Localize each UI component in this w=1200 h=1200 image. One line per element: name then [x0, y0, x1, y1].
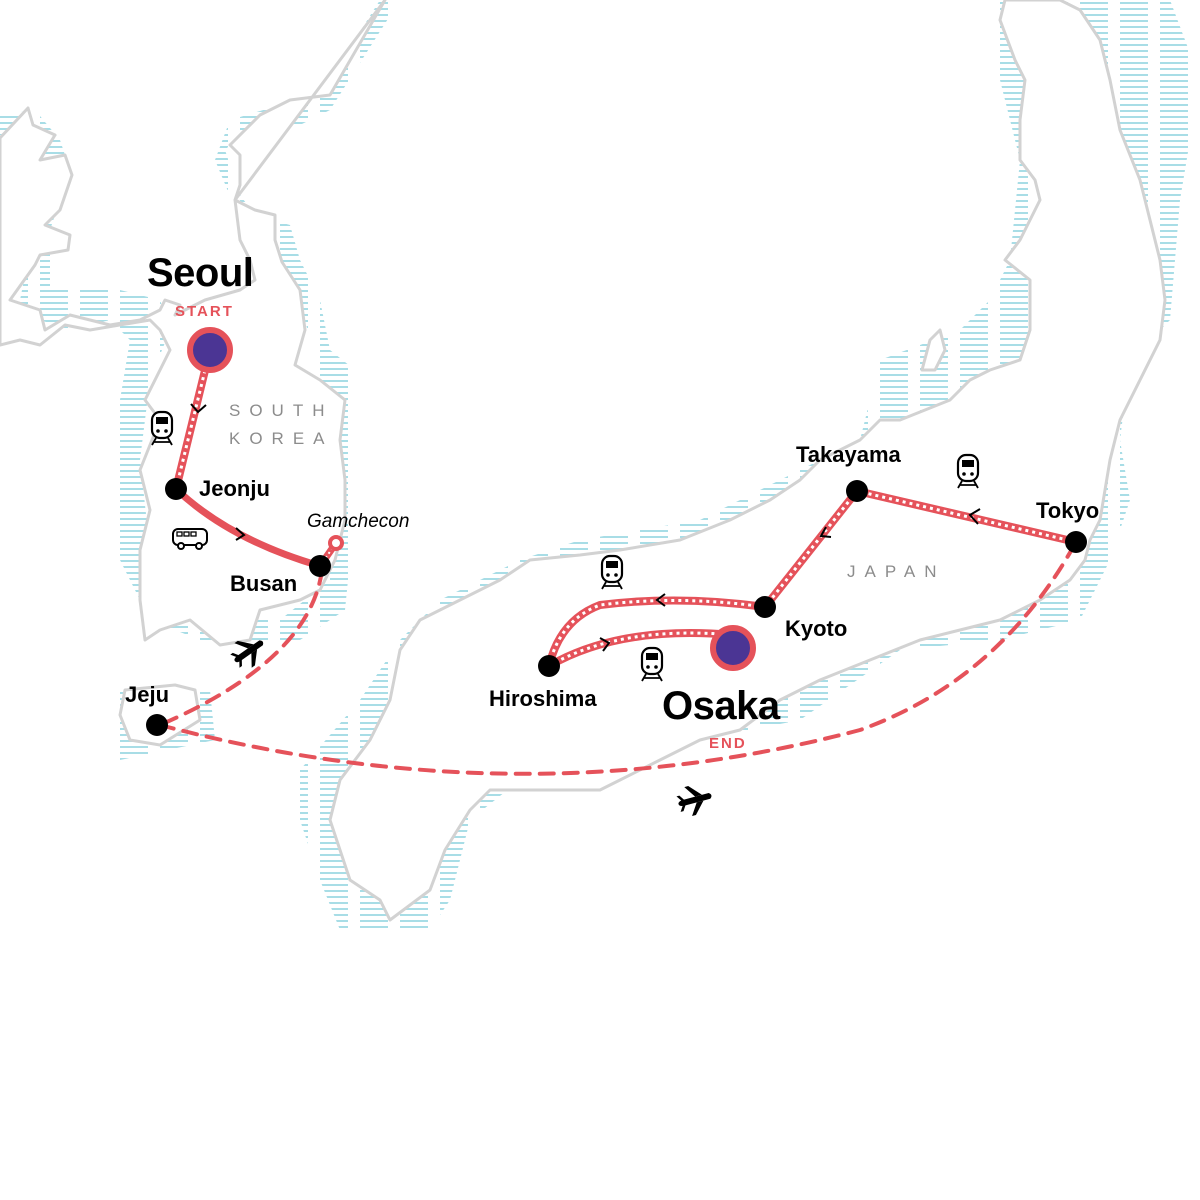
city-label-jeonju: Jeonju	[199, 476, 270, 501]
train-icon	[640, 646, 664, 682]
train-icon	[956, 453, 980, 489]
stop-marker-jeju	[146, 714, 168, 736]
stop-marker-hiroshima	[538, 655, 560, 677]
stop-marker-takayama	[846, 480, 868, 502]
flight-routes	[158, 540, 1078, 776]
city-label-osaka: Osaka	[662, 684, 780, 728]
stop-marker-jeonju	[165, 478, 187, 500]
city-label-gamchecon: Gamchecon	[307, 511, 410, 532]
start-tag: START	[175, 303, 234, 320]
stop-marker-kyoto	[754, 596, 776, 618]
airplane-icon	[676, 786, 712, 817]
city-label-seoul: Seoul	[147, 251, 254, 295]
country-label-japan: JAPAN	[847, 562, 946, 581]
stops	[146, 327, 1087, 736]
country-label-south-korea-line1: SOUTH	[229, 401, 334, 420]
airplane-icon	[230, 640, 264, 668]
bus-route	[172, 485, 324, 570]
train-routes	[172, 349, 1077, 670]
stop-marker-busan	[309, 555, 331, 577]
end-tag: END	[709, 735, 747, 752]
end-marker-osaka	[710, 625, 756, 671]
country-label-south-korea-line2: KOREA	[229, 429, 334, 448]
city-label-kyoto: Kyoto	[785, 616, 848, 641]
train-icon	[150, 410, 174, 446]
stop-marker-tokyo	[1065, 531, 1087, 553]
city-label-hiroshima: Hiroshima	[489, 686, 597, 711]
start-marker-seoul	[187, 327, 233, 373]
city-label-tokyo: Tokyo	[1036, 498, 1100, 523]
city-label-busan: Busan	[230, 571, 298, 596]
japan-landmass	[328, 0, 1167, 922]
city-label-jeju: Jeju	[125, 682, 170, 707]
city-label-takayama: Takayama	[796, 442, 901, 467]
bus-icon	[172, 528, 208, 550]
train-icon	[600, 554, 624, 590]
direction-arrows	[190, 403, 981, 652]
